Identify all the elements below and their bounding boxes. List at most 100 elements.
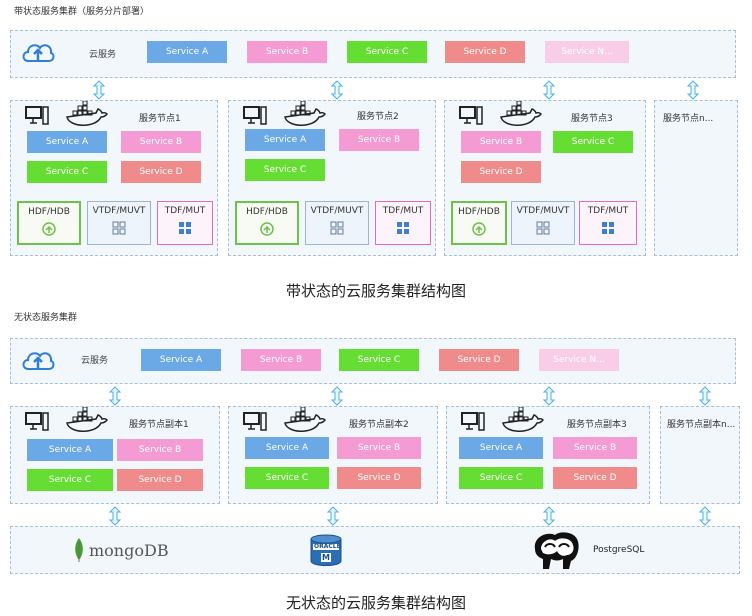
cloud-service-n: Service N... bbox=[545, 41, 629, 63]
docker-whale-icon bbox=[284, 407, 326, 432]
node-service-d: Service D bbox=[337, 467, 421, 489]
oracle-logo: ORACLE M bbox=[307, 531, 345, 569]
arrow-updown-icon bbox=[326, 506, 340, 526]
node-service-d: Service D bbox=[553, 467, 637, 489]
grid-icon bbox=[536, 221, 550, 235]
node-service-d: Service D bbox=[121, 161, 201, 183]
grid-icon bbox=[179, 222, 191, 234]
computer-icon bbox=[243, 106, 267, 125]
top-caption: 带状态的云服务集群结构图 bbox=[285, 282, 466, 300]
arrow-updown-icon bbox=[108, 386, 122, 406]
grid-icon bbox=[397, 222, 409, 234]
arrow-updown-icon bbox=[330, 386, 344, 406]
node-title: 服务节点副本2 bbox=[349, 420, 409, 430]
top-node-2: 服务节点2 Service A Service B Service C HDF/… bbox=[228, 100, 436, 256]
mongodb-logo: mongoDB bbox=[73, 537, 169, 563]
postgresql-label: PostgreSQL bbox=[593, 545, 645, 555]
grid-icon bbox=[112, 221, 126, 235]
bottom-node-2: 服务节点副本2 Service A Service B Service C Se… bbox=[228, 406, 438, 504]
upload-circle-icon bbox=[472, 222, 486, 236]
cloud-service-a: Service A bbox=[141, 349, 221, 371]
cloud-service-c: Service C bbox=[339, 349, 419, 371]
node-service-c: Service C bbox=[245, 159, 325, 181]
node-service-b: Service B bbox=[117, 439, 203, 461]
cloud-upload-icon bbox=[22, 352, 55, 370]
db-vtdf: VTDF/MUVT bbox=[305, 201, 369, 245]
cloud-service-a: Service A bbox=[147, 41, 227, 63]
db-vtdf: VTDF/MUVT bbox=[511, 201, 575, 245]
node-service-c: Service C bbox=[27, 469, 113, 491]
node-service-c: Service C bbox=[27, 161, 107, 183]
cloud-service-b: Service B bbox=[247, 41, 327, 63]
top-node-1: 服务节点1 Service A Service B Service C Serv… bbox=[10, 100, 218, 256]
node-service-a: Service A bbox=[27, 439, 113, 461]
bottom-cloud-bar: 云服务 Service A Service B Service C Servic… bbox=[10, 338, 736, 384]
db-tdf: TDF/MUT bbox=[579, 201, 637, 245]
db-hdf: HDF/HDB bbox=[451, 201, 507, 245]
node-service-d: Service D bbox=[117, 469, 203, 491]
node-service-b: Service B bbox=[339, 129, 419, 151]
arrow-updown-icon bbox=[108, 506, 122, 526]
docker-whale-icon bbox=[66, 101, 108, 126]
node-service-a: Service A bbox=[245, 129, 325, 151]
node-service-c: Service C bbox=[553, 131, 633, 153]
db-tdf: TDF/MUT bbox=[157, 201, 213, 245]
computer-icon bbox=[243, 412, 267, 431]
db-hdf: HDF/HDB bbox=[235, 201, 299, 245]
cloud-upload-icon bbox=[22, 44, 55, 62]
cloud-service-d: Service D bbox=[439, 349, 519, 371]
postgresql-logo: PostgreSQL bbox=[529, 529, 644, 571]
node-service-b: Service B bbox=[337, 437, 421, 459]
computer-icon bbox=[459, 106, 483, 125]
mongodb-label: mongoDB bbox=[89, 540, 169, 560]
node-title: 服务节点副本3 bbox=[567, 420, 627, 430]
arrow-updown-icon bbox=[698, 386, 712, 406]
grid-icon bbox=[330, 221, 344, 235]
arrow-updown-icon bbox=[542, 386, 556, 406]
upload-circle-icon bbox=[42, 222, 56, 236]
mongodb-leaf-icon bbox=[75, 538, 83, 562]
arrow-updown-icon bbox=[542, 506, 556, 526]
bottom-node-n: 服务节点副本n... bbox=[660, 406, 740, 504]
cloud-label: 云服务 bbox=[89, 50, 117, 60]
top-section-title: 带状态服务集群（服务分片部署） bbox=[14, 7, 150, 17]
cloud-label: 云服务 bbox=[81, 356, 109, 366]
docker-whale-icon bbox=[284, 101, 326, 126]
node-service-a: Service A bbox=[27, 131, 107, 153]
bottom-section-title: 无状态服务集群 bbox=[14, 313, 78, 323]
cloud-service-d: Service D bbox=[445, 41, 525, 63]
arrow-updown-icon bbox=[698, 506, 712, 526]
node-service-b: Service B bbox=[553, 437, 637, 459]
db-vtdf: VTDF/MUVT bbox=[87, 201, 151, 245]
db-tdf: TDF/MUT bbox=[375, 201, 431, 245]
arrow-updown-icon bbox=[92, 80, 106, 100]
computer-icon bbox=[461, 412, 485, 431]
node-service-b: Service B bbox=[121, 131, 201, 153]
docker-whale-icon bbox=[502, 407, 544, 432]
node-service-c: Service C bbox=[459, 467, 543, 489]
postgresql-elephant-icon bbox=[534, 532, 579, 569]
computer-icon bbox=[25, 412, 49, 431]
node-title: 服务节点3 bbox=[571, 114, 613, 124]
docker-whale-icon bbox=[500, 101, 542, 126]
cloud-service-c: Service C bbox=[347, 41, 427, 63]
top-cloud-bar: 云服务 Service A Service B Service C Servic… bbox=[10, 30, 736, 78]
node-title: 服务节点1 bbox=[139, 114, 181, 124]
docker-whale-icon bbox=[66, 407, 108, 432]
upload-circle-icon bbox=[260, 222, 274, 236]
node-service-c: Service C bbox=[245, 467, 329, 489]
arrow-updown-icon bbox=[330, 80, 344, 100]
node-service-b: Service B bbox=[461, 131, 541, 153]
arrow-updown-icon bbox=[542, 80, 556, 100]
node-service-d: Service D bbox=[461, 161, 541, 183]
node-title: 服务节点2 bbox=[357, 112, 399, 122]
node-title: 服务节点副本n... bbox=[667, 420, 736, 430]
node-service-a: Service A bbox=[459, 437, 543, 459]
node-service-a: Service A bbox=[245, 437, 329, 459]
node-title: 服务节点副本1 bbox=[129, 420, 189, 430]
arrow-updown-icon bbox=[686, 80, 700, 100]
bottom-node-3: 服务节点副本3 Service A Service B Service C Se… bbox=[446, 406, 650, 504]
top-node-3: 服务节点3 Service B Service C Service D HDF/… bbox=[444, 100, 646, 256]
database-bar: mongoDB ORACLE M PostgreSQL bbox=[10, 526, 740, 574]
bottom-node-1: 服务节点副本1 Service A Service B Service C Se… bbox=[10, 406, 220, 504]
